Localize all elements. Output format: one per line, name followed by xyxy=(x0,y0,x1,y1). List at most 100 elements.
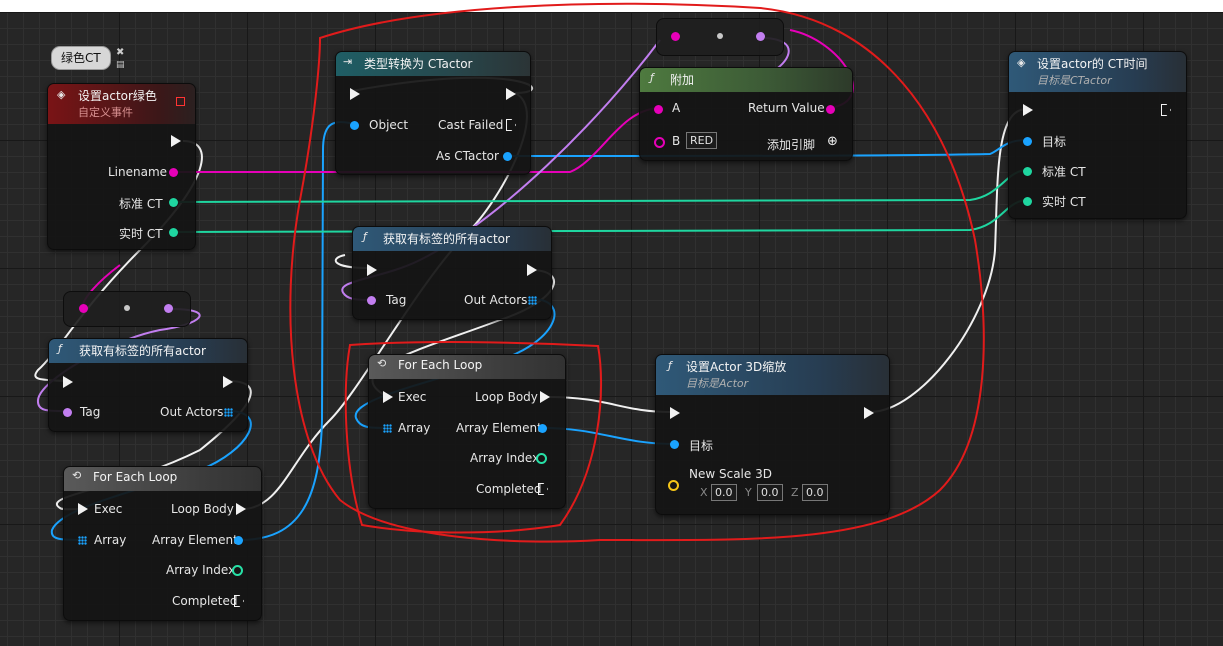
z-axis-label: Z xyxy=(791,486,799,499)
annotation-circle-small xyxy=(344,341,603,534)
a-pin[interactable] xyxy=(654,105,663,114)
reroute-in-pin[interactable] xyxy=(79,304,88,313)
exec-in-pin[interactable] xyxy=(350,88,360,100)
pin-toggle-icon[interactable]: ✖ xyxy=(116,47,125,58)
append-node-header: ƒ 附加 xyxy=(640,68,852,92)
array-in-pin[interactable] xyxy=(78,536,87,545)
exec-out-pin[interactable] xyxy=(527,264,537,276)
array-in-pin[interactable] xyxy=(383,424,392,433)
realtime-ct-pin[interactable] xyxy=(1023,197,1032,206)
wire-object xyxy=(506,139,1027,157)
reroute-in-pin[interactable] xyxy=(671,32,680,41)
b-value-field[interactable]: RED xyxy=(686,132,718,149)
completed-pin[interactable] xyxy=(538,483,548,495)
target-pin[interactable] xyxy=(670,440,679,449)
loop-body-pin[interactable] xyxy=(540,391,550,403)
pin-label-object: Object xyxy=(369,118,409,132)
foreach-node-inner[interactable]: ⟲ For Each Loop Exec Loop Body Array Arr… xyxy=(368,354,566,509)
completed-pin[interactable] xyxy=(234,595,244,607)
loop-body-pin[interactable] xyxy=(236,503,246,515)
event-node-set-actor-green[interactable]: ◈ 设置actor绿色 自定义事件 Linename 标准 CT 实时 CT xyxy=(47,83,196,250)
cast-failed-pin[interactable] xyxy=(506,119,516,131)
standard-ct-pin[interactable] xyxy=(169,198,178,207)
exec-out-pin[interactable] xyxy=(506,88,516,100)
foreach-left-header: ⟲ For Each Loop xyxy=(64,467,261,491)
scale-z-field[interactable]: 0.0 xyxy=(802,484,828,501)
set-scale-node[interactable]: ƒ 设置Actor 3D缩放 目标是Actor 目标 New Scale 3D … xyxy=(655,354,890,515)
reroute-node-top[interactable] xyxy=(656,18,784,56)
pin-label-loop-body: Loop Body xyxy=(475,390,538,404)
reroute-node-left[interactable] xyxy=(63,291,191,327)
pin-label-b: B xyxy=(672,134,681,148)
scale-x-field[interactable]: 0.0 xyxy=(711,484,737,501)
scale-y-field[interactable]: 0.0 xyxy=(757,484,783,501)
wire-object xyxy=(239,121,356,541)
pin-label-a: A xyxy=(672,101,681,115)
linename-pin[interactable] xyxy=(169,168,178,177)
pin-label-tag: Tag xyxy=(80,405,101,419)
reroute-out-pin[interactable] xyxy=(756,32,765,41)
foreach-inner-header: ⟲ For Each Loop xyxy=(369,355,565,379)
event-diamond-icon: ◈ xyxy=(1017,56,1026,69)
get-actors-node-top[interactable]: ƒ 获取有标签的所有actor Tag Out Actors xyxy=(352,226,552,320)
out-actors-array-pin[interactable] xyxy=(528,296,537,305)
pin-label-exec: Exec xyxy=(94,502,123,516)
exec-in-pin[interactable] xyxy=(383,391,393,403)
realtime-ct-pin[interactable] xyxy=(169,228,178,237)
new-scale-pin[interactable] xyxy=(668,480,679,491)
exec-in-pin[interactable] xyxy=(78,503,88,515)
array-element-pin[interactable] xyxy=(538,424,547,433)
exec-in-pin[interactable] xyxy=(367,264,377,276)
event-node-header: ◈ 设置actor绿色 自定义事件 xyxy=(48,84,195,124)
exec-out-pin[interactable] xyxy=(1161,104,1171,116)
tag-pin[interactable] xyxy=(367,296,376,305)
tag-pin[interactable] xyxy=(63,408,72,417)
pin-label-out-actors: Out Actors xyxy=(160,405,224,419)
reroute-out-pin[interactable] xyxy=(164,304,173,313)
as-ctactor-pin[interactable] xyxy=(503,152,512,161)
function-f-icon: ƒ xyxy=(668,359,672,372)
return-value-pin[interactable] xyxy=(826,105,835,114)
set-ct-time-header: ◈ 设置actor的 CT时间 目标是CTactor xyxy=(1009,52,1186,92)
window-top-edge xyxy=(0,0,1223,12)
pin-label-new-scale: New Scale 3D xyxy=(689,467,772,481)
cast-node[interactable]: ⇥ 类型转换为 CTactor Object Cast Failed As CT… xyxy=(335,51,531,175)
pin-label-loop-body: Loop Body xyxy=(171,502,234,516)
exec-out-pin[interactable] xyxy=(864,407,874,419)
pin-label-out-actors: Out Actors xyxy=(464,293,528,307)
delegate-pin-icon[interactable] xyxy=(176,97,185,106)
foreach-node-left[interactable]: ⟲ For Each Loop Exec Loop Body Array Arr… xyxy=(63,466,262,621)
x-axis-label: X xyxy=(700,486,708,499)
foreach-left-title: For Each Loop xyxy=(93,470,178,484)
get-actors-node-left[interactable]: ƒ 获取有标签的所有actor Tag Out Actors xyxy=(48,338,248,432)
exec-out-pin[interactable] xyxy=(171,135,181,147)
array-index-pin[interactable] xyxy=(232,565,243,576)
set-ct-time-node[interactable]: ◈ 设置actor的 CT时间 目标是CTactor 目标 标准 CT 实时 C… xyxy=(1008,51,1187,219)
pin-label-return-value: Return Value xyxy=(748,101,825,115)
grid-toggle-icon[interactable]: ▤ xyxy=(116,60,125,70)
standard-ct-pin[interactable] xyxy=(1023,167,1032,176)
out-actors-array-pin[interactable] xyxy=(224,408,233,417)
b-pin[interactable] xyxy=(654,137,665,148)
set-scale-title: 设置Actor 3D缩放 xyxy=(686,360,787,374)
add-pin-icon[interactable]: ⊕ xyxy=(827,134,838,149)
exec-out-pin[interactable] xyxy=(223,376,233,388)
event-node-subtitle: 自定义事件 xyxy=(78,106,133,119)
add-pin-label: 添加引脚 xyxy=(767,138,816,152)
target-pin[interactable] xyxy=(1023,137,1032,146)
array-index-pin[interactable] xyxy=(536,453,547,464)
pin-label-array-element: Array Element xyxy=(456,421,542,435)
exec-in-pin[interactable] xyxy=(670,407,680,419)
exec-in-pin[interactable] xyxy=(1023,104,1033,116)
exec-in-pin[interactable] xyxy=(63,376,73,388)
array-element-pin[interactable] xyxy=(234,536,243,545)
get-actors-left-title: 获取有标签的所有actor xyxy=(79,344,206,358)
pin-label-standard-ct: 标准 CT xyxy=(1042,165,1086,179)
pin-label-tag: Tag xyxy=(386,293,407,307)
wire-float xyxy=(172,199,1027,233)
cast-node-title: 类型转换为 CTactor xyxy=(364,57,473,71)
get-actors-top-header: ƒ 获取有标签的所有actor xyxy=(353,227,551,251)
pin-label-target: 目标 xyxy=(1042,135,1067,149)
object-pin[interactable] xyxy=(350,121,359,130)
append-node[interactable]: ƒ 附加 A Return Value B RED 添加引脚 ⊕ xyxy=(639,67,853,161)
